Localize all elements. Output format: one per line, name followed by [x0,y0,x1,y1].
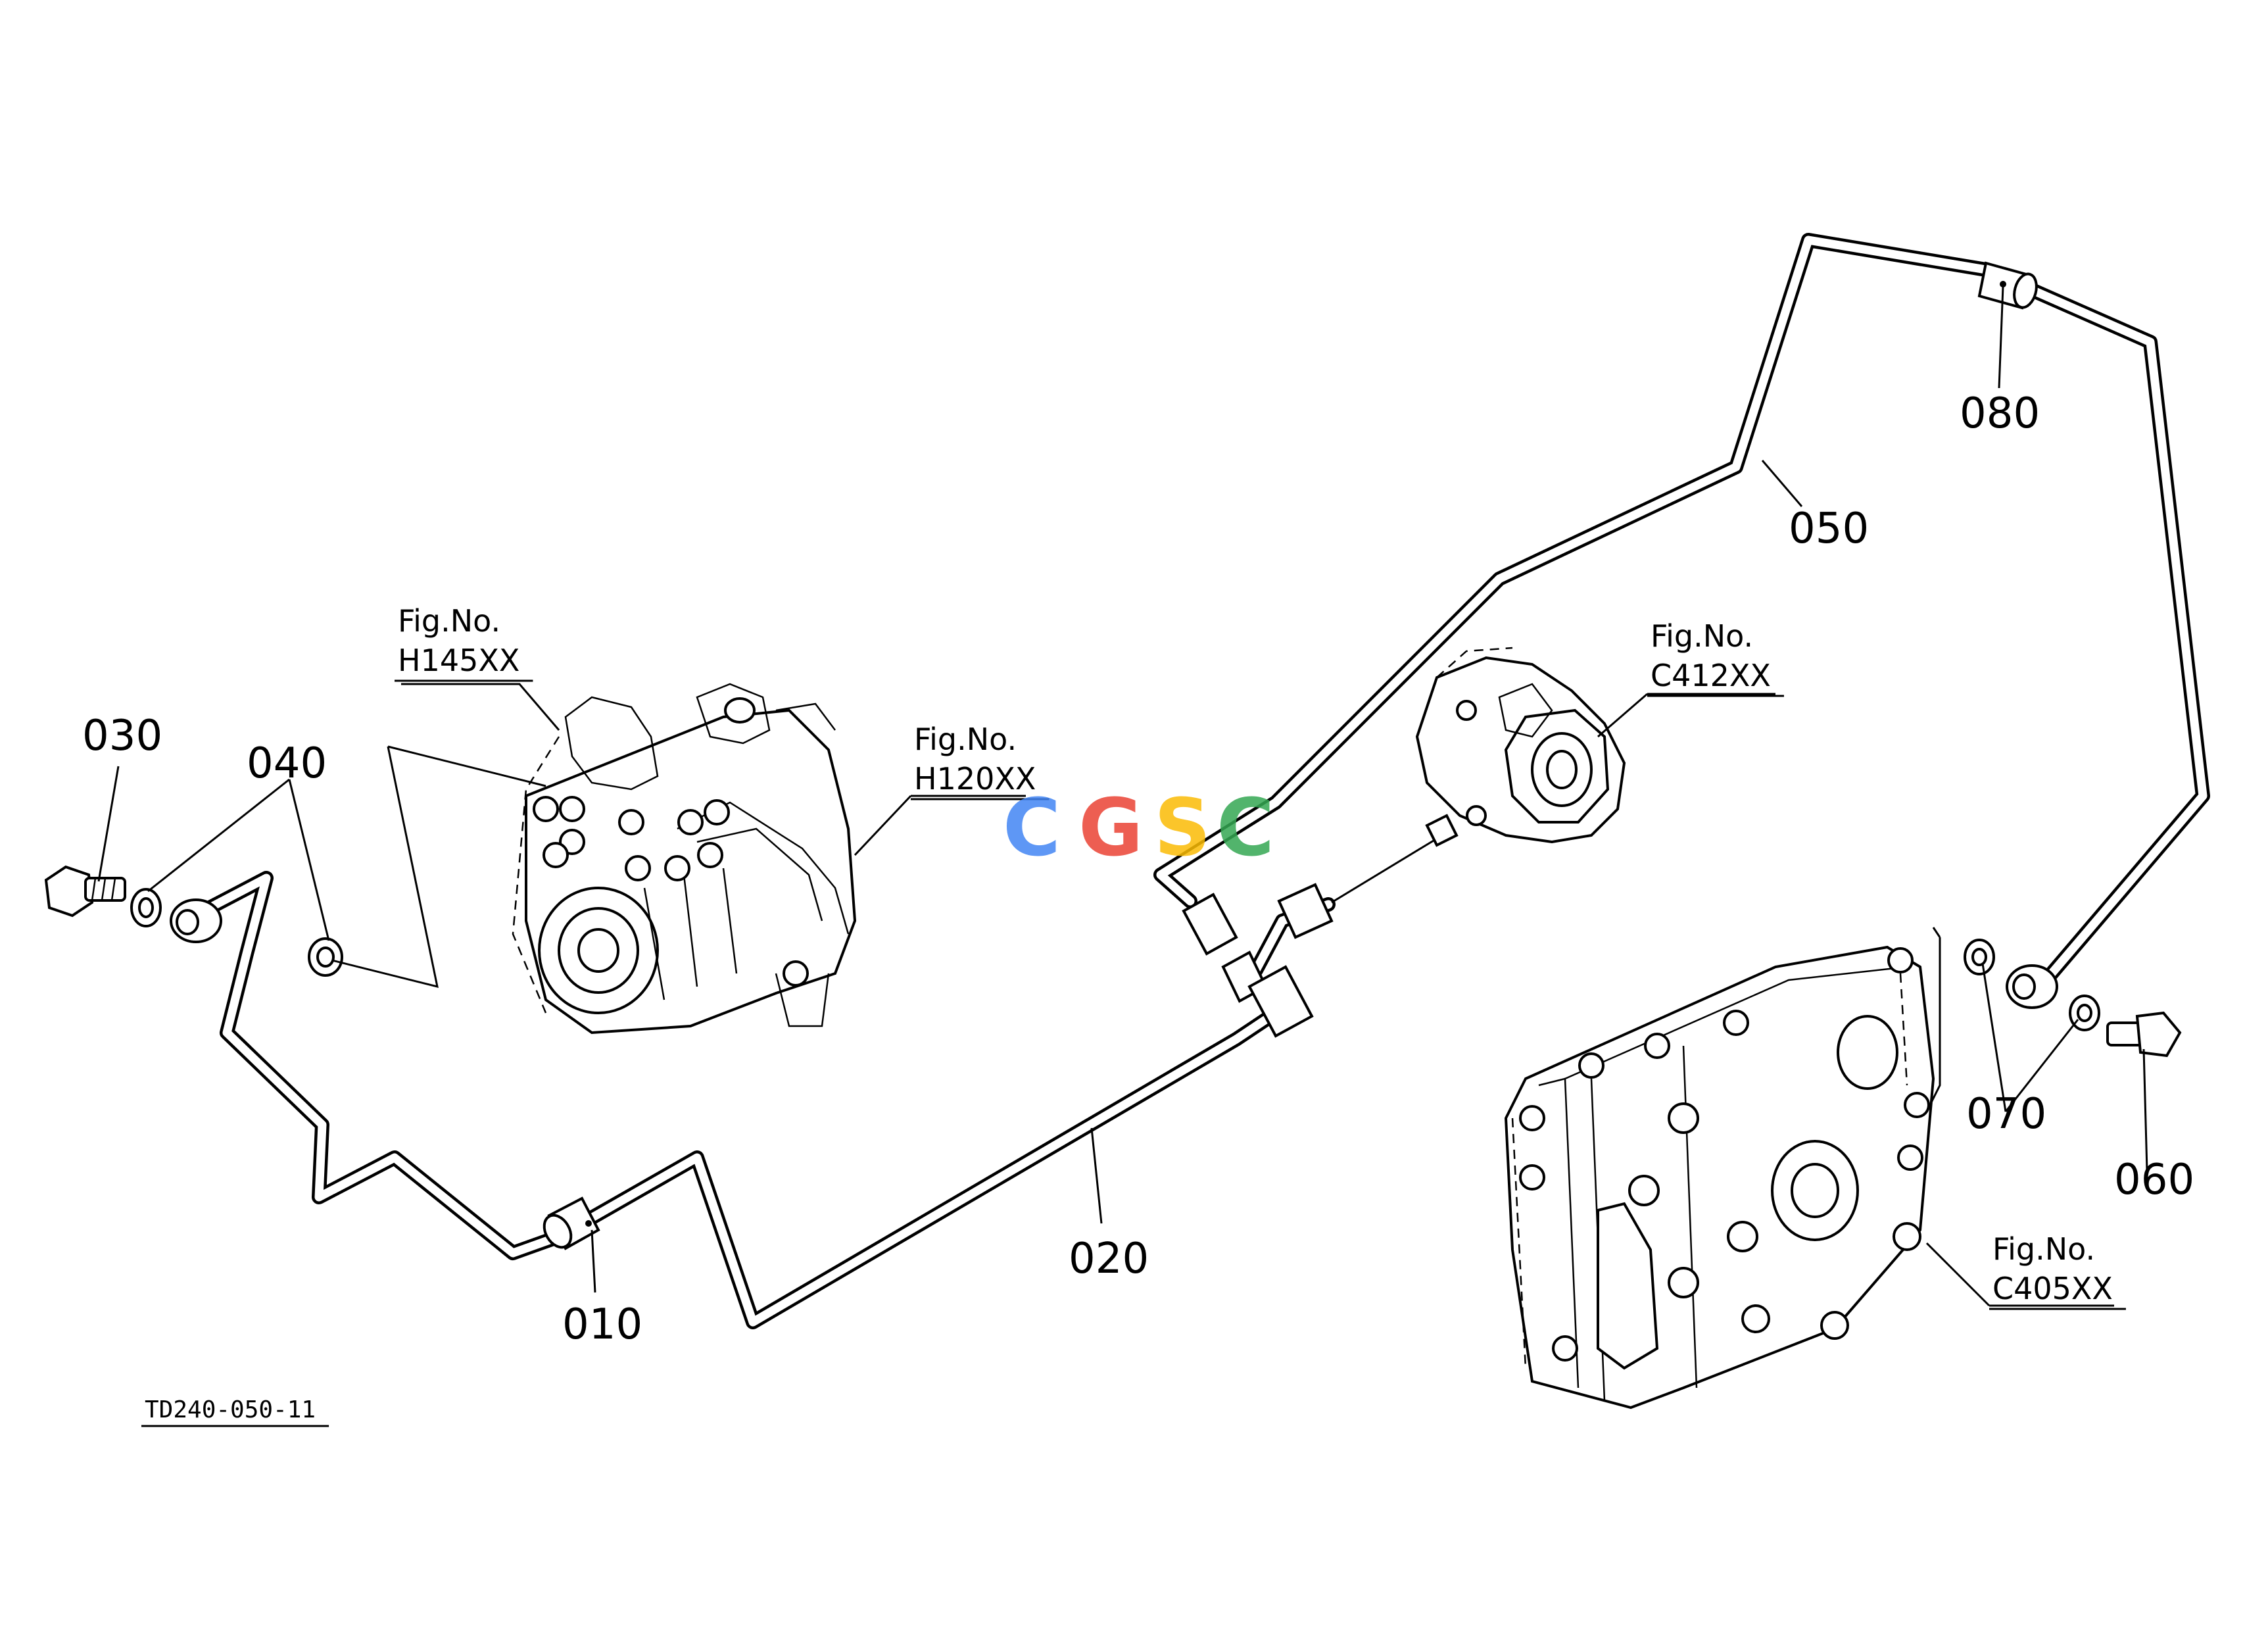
figref-c412: Fig.No. C412XX [1647,618,1784,697]
watermark-letter-4: C [1217,783,1274,874]
figref-c412-label: Fig.No. [1651,618,1753,654]
figref-h120-code: H120XX [914,761,1036,797]
callout-010: 010 [562,1300,642,1349]
clamp-010 [543,1196,600,1250]
eye-joint-right [2006,964,2058,1009]
eye-joint [170,898,222,943]
callout-060: 060 [2114,1156,2194,1204]
pipe-020 [190,871,1293,1329]
callout-030: 030 [82,712,162,760]
washer-040-right [308,937,343,977]
watermark-logo: C G S C [1003,783,1274,874]
watermark-letter-1: C [1003,783,1061,874]
washer-070-left [1964,939,1995,975]
figref-c405-label: Fig.No. [1992,1231,2095,1267]
drawing-code: TD240-050-11 [145,1396,316,1423]
bolt-030 [44,865,126,918]
figref-h145: Fig.No. H145XX [395,603,533,682]
callout-070: 070 [1966,1090,2046,1139]
callout-040: 040 [247,739,327,788]
watermark-letter-3: S [1154,783,1211,874]
callout-050: 050 [1789,504,1869,553]
callout-020: 020 [1069,1235,1149,1283]
pump-assembly-h145 [512,683,857,1035]
pipe-050 [1153,233,2210,981]
clamp-080 [1977,261,2038,310]
valve-c412 [1415,647,1626,847]
valve-block-c405 [1504,945,1935,1410]
figref-h145-label: Fig.No. [398,603,500,639]
figref-h120: Fig.No. H120XX [911,722,1050,800]
figref-c405: Fig.No. C405XX [1989,1231,2126,1310]
watermark-letter-2: G [1078,783,1144,874]
leader-lines [97,285,2148,1307]
callout-080: 080 [1960,389,2040,438]
figref-h145-code: H145XX [398,643,519,678]
union-fitting [1182,835,1441,1038]
bolt-060 [2106,1011,2182,1058]
figref-h120-label: Fig.No. [914,722,1017,757]
figref-c412-code: C412XX [1651,658,1771,693]
washer-040-left [130,888,162,927]
figref-c405-code: C405XX [1992,1271,2113,1306]
